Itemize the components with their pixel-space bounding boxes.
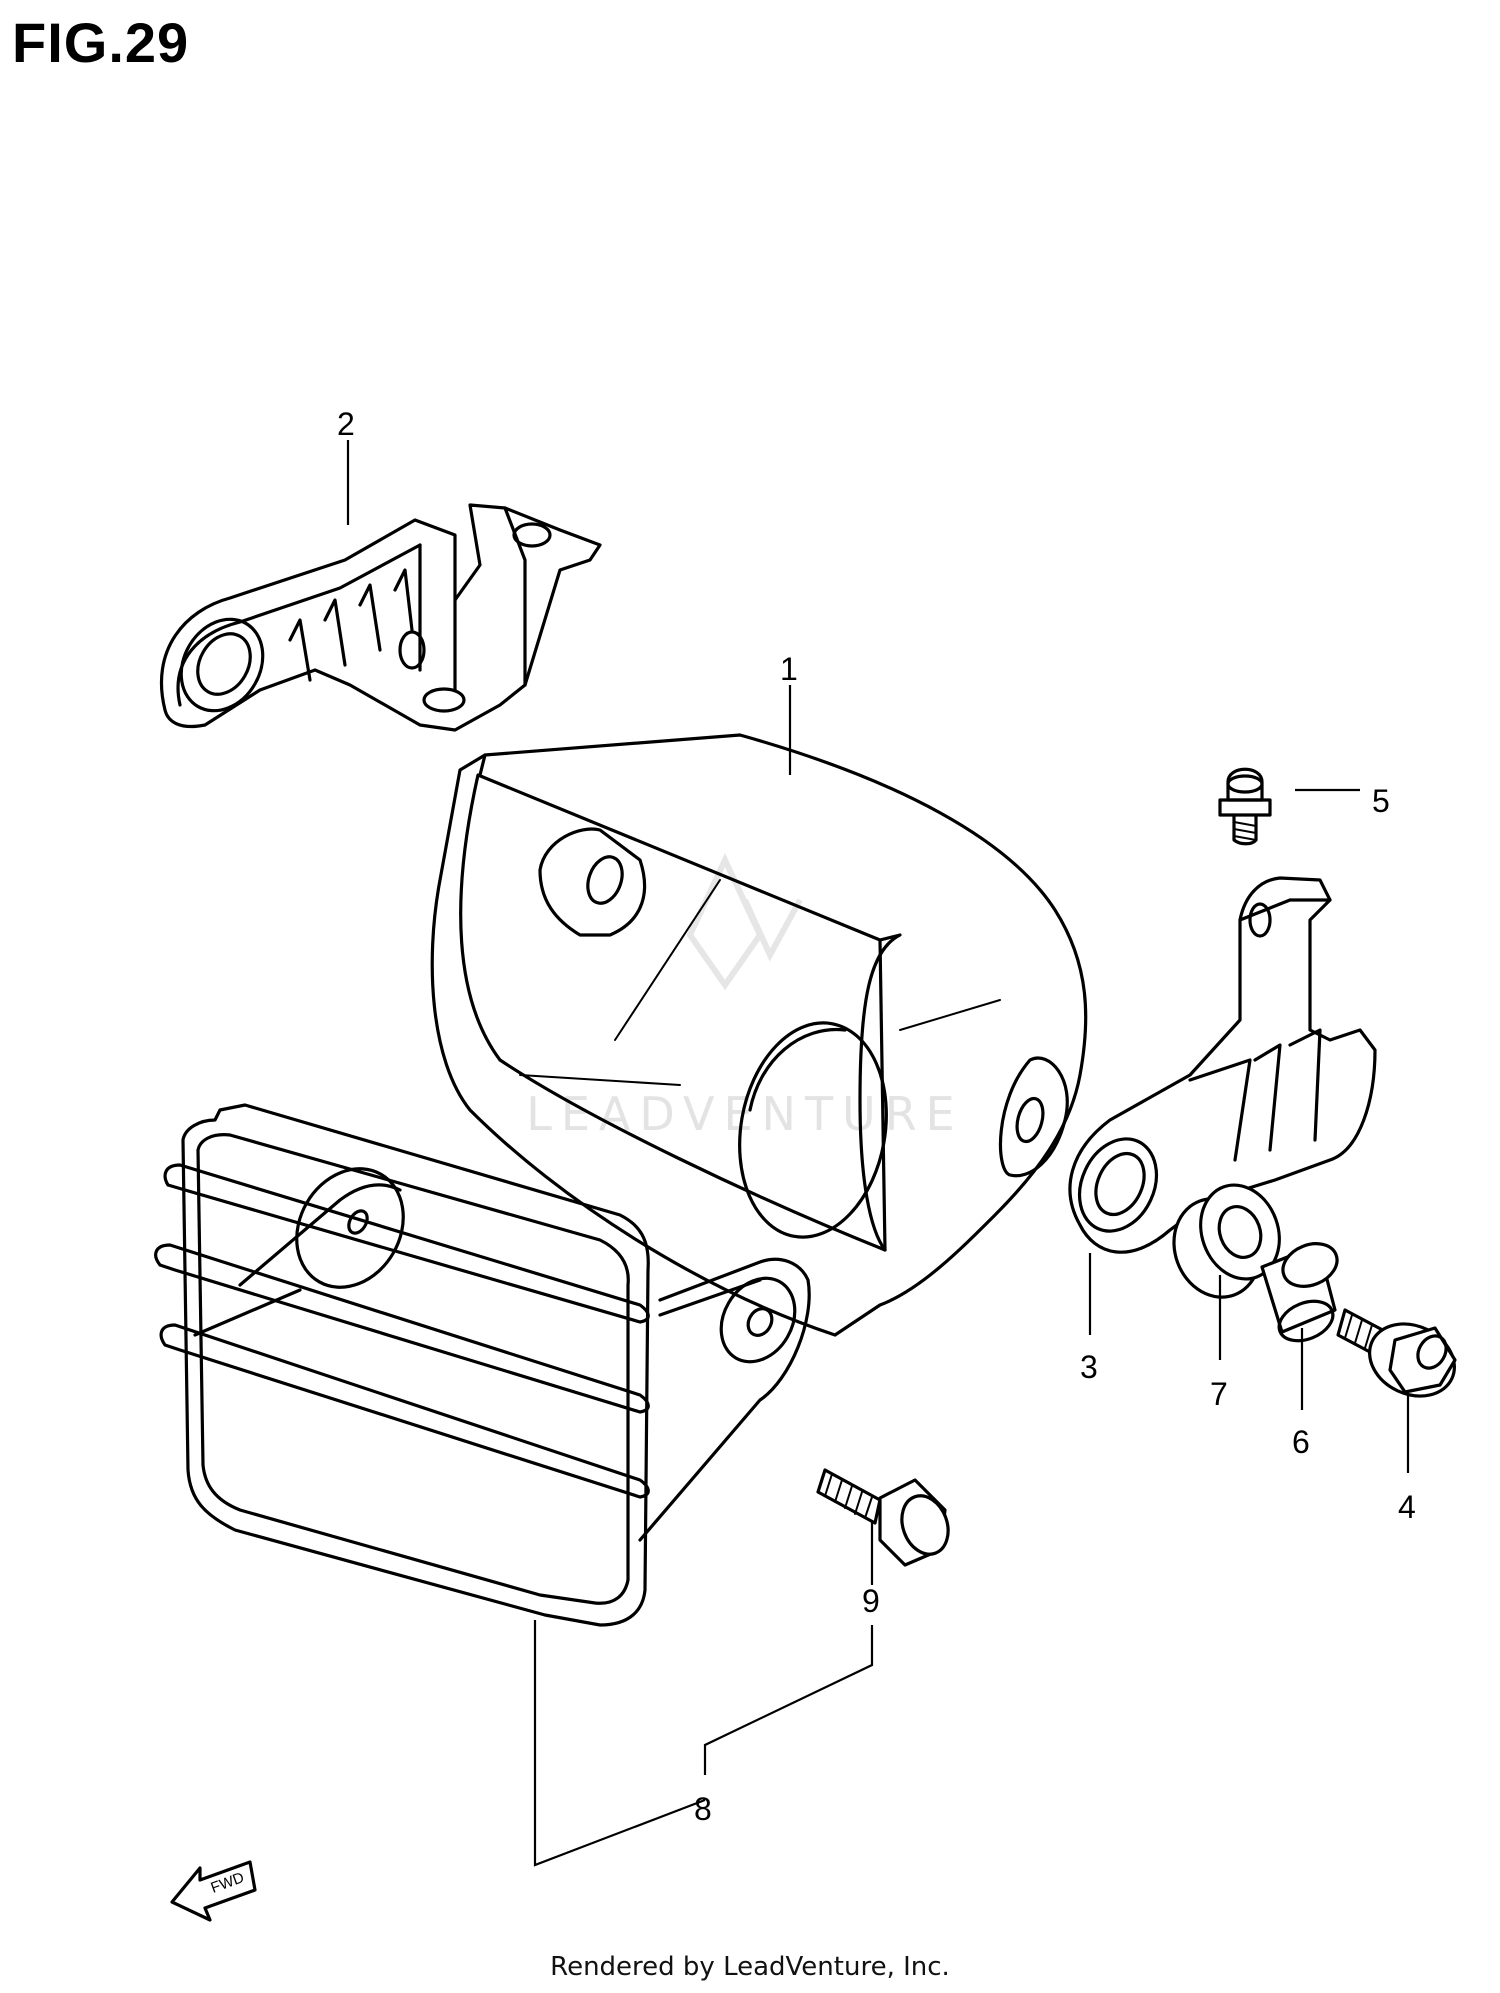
- callout-1: 1: [780, 651, 798, 687]
- leader-lines: [346, 440, 1410, 1867]
- callout-labels: 2 1 5 3 7 6 4 9 8: [337, 406, 1416, 1827]
- callout-8: 8: [694, 1791, 712, 1827]
- part-5-bolt[interactable]: [1218, 767, 1272, 846]
- part-7-grommet[interactable]: [1160, 1174, 1292, 1309]
- callout-2: 2: [337, 406, 355, 442]
- callout-3: 3: [1080, 1349, 1098, 1385]
- callout-6: 6: [1292, 1424, 1310, 1460]
- part-2-left-bracket[interactable]: [159, 503, 602, 732]
- part-3-right-bracket[interactable]: [1065, 876, 1377, 1254]
- part-1-headlight-housing[interactable]: [430, 733, 1088, 1337]
- part-6-collar[interactable]: [1260, 1236, 1343, 1348]
- render-credit: Rendered by LeadVenture, Inc.: [550, 1952, 950, 1982]
- part-4-flange-bolt[interactable]: [1336, 1308, 1466, 1409]
- callout-7: 7: [1210, 1376, 1228, 1412]
- figure-title: FIG.29: [12, 11, 190, 74]
- callout-5: 5: [1372, 783, 1390, 819]
- callout-9: 9: [862, 1583, 880, 1619]
- part-9-hex-bolt[interactable]: [816, 1468, 956, 1567]
- callout-4: 4: [1398, 1489, 1416, 1525]
- fwd-arrow: FWD: [170, 1860, 257, 1922]
- part-8-headlight-guard[interactable]: [154, 1103, 811, 1627]
